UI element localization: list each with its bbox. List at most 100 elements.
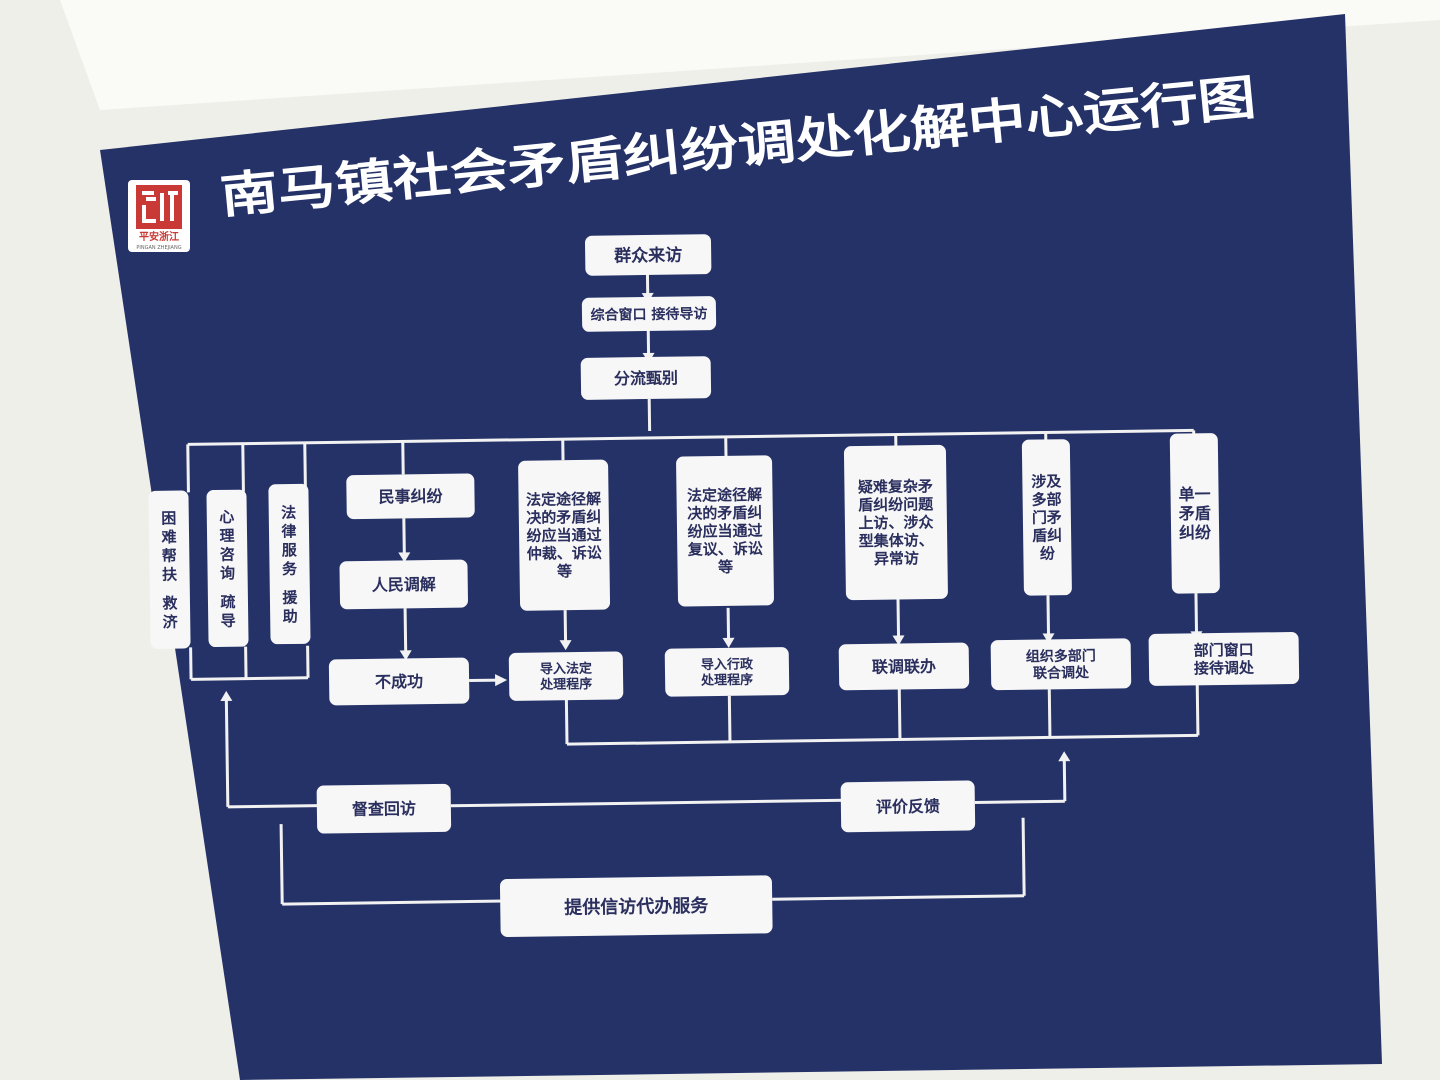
node-label: 人民调解 [372, 575, 436, 595]
node-label: 组织多部门联合调处 [1026, 647, 1096, 682]
node-label: 分流甄别 [614, 368, 678, 388]
collection-bus [566, 733, 1198, 746]
node-mediation: 人民调解 [339, 559, 468, 610]
link-service-right [772, 894, 1025, 901]
node-label: 疑难复杂矛盾纠纷问题上访、涉众型集体访、异常访 [858, 477, 935, 568]
node-label: 涉及多部门矛盾纠纷 [1031, 472, 1063, 562]
arrow-icon [220, 690, 233, 701]
node-joint-office: 联调联办 [838, 642, 970, 691]
drop-psych [241, 443, 245, 492]
wall-highlight [60, 0, 1440, 110]
link-feedback-right [974, 799, 1065, 804]
link-followup-feedback [450, 798, 845, 808]
node-label: 民事纠纷 [378, 487, 442, 507]
node-box [346, 473, 475, 520]
node-label: 不成功 [375, 672, 423, 692]
arrow-icon [892, 635, 905, 646]
link-bottom-service [282, 899, 505, 906]
connector-single-window [1194, 593, 1199, 636]
logo-cn: 平安浙江 [139, 230, 179, 243]
node-box [990, 638, 1132, 691]
node-box [840, 780, 976, 833]
node-label: 导入法定处理程序 [539, 661, 592, 693]
node-psych: 心理咨询疏导 [206, 489, 249, 648]
collect-admin [727, 695, 732, 742]
node-legal-procedure: 导入法定处理程序 [508, 651, 624, 701]
node-label: 督查回访 [352, 799, 416, 819]
node-box [268, 483, 311, 645]
arrow-icon [495, 674, 508, 687]
node-label: 导入行政处理程序 [700, 656, 754, 688]
arrow-icon [722, 637, 735, 648]
node-label: 联调联办 [872, 657, 936, 677]
node-label: 心理咨询疏导 [219, 508, 236, 630]
node-box [508, 651, 624, 701]
connector-civil-mediation [402, 518, 406, 559]
link-left-bottom [279, 824, 284, 905]
logo: 平安浙江 PINGAN ZHEJIANG [128, 180, 190, 252]
node-label: 综合窗口 接待导访 [590, 305, 707, 324]
left-loop-return [224, 696, 230, 807]
node-box [584, 234, 712, 276]
node-visit: 群众来访 [584, 234, 712, 276]
node-civil-dispute: 民事纠纷 [346, 473, 475, 520]
node-multi-dept-mediation: 组织多部门联合调处 [990, 638, 1132, 691]
connector-mediation-failed [403, 608, 408, 657]
node-label: 法律服务援助 [280, 504, 299, 626]
node-legal-route-arbitration: 法定途径解决的矛盾纠纷应当通过仲裁、诉讼等 [518, 459, 611, 611]
node-label: 提供信访代办服务 [564, 895, 709, 919]
node-followup: 督查回访 [316, 783, 452, 834]
node-box [1169, 433, 1220, 594]
node-label: 群众来访 [614, 245, 682, 267]
node-admin-procedure: 导入行政处理程序 [664, 647, 790, 697]
arrow-icon [1042, 633, 1055, 644]
arrow-icon [1058, 751, 1071, 762]
distribution-bus [187, 428, 1194, 446]
node-box [580, 356, 712, 400]
node-box [581, 296, 717, 332]
node-feedback: 评价反馈 [840, 780, 976, 833]
node-box [843, 444, 948, 601]
node-multi-dept: 涉及多部门矛盾纠纷 [1021, 439, 1072, 596]
node-box [518, 459, 611, 611]
node-label: 评价反馈 [876, 797, 940, 817]
logo-en: PINGAN ZHEJIANG [136, 245, 181, 251]
node-label: 困难帮扶救济 [160, 509, 179, 631]
node-legal-route-review: 法定途径解决的矛盾纠纷应当通过复议、诉讼等 [676, 455, 774, 607]
node-box [316, 783, 452, 834]
node-legal-aid: 法律服务援助 [268, 483, 311, 645]
connector-complex-joint [896, 599, 901, 640]
node-box [206, 489, 249, 648]
node-box [1148, 632, 1300, 686]
node-single: 单一矛盾纠纷 [1169, 433, 1220, 594]
collect-window [1195, 683, 1200, 736]
node-label: 部门窗口接待调处 [1194, 641, 1255, 678]
link-followup-left [227, 803, 328, 809]
node-complex: 疑难复杂矛盾纠纷问题上访、涉众型集体访、异常访 [843, 444, 948, 601]
node-box [339, 559, 468, 610]
collect-multi [1047, 689, 1052, 738]
arrow-icon [398, 552, 411, 563]
node-box [148, 490, 191, 649]
connector-lines [186, 272, 1200, 906]
node-box [838, 642, 970, 691]
node-petition-service: 提供信访代办服务 [499, 875, 773, 937]
node-box [664, 647, 790, 697]
node-box [499, 875, 773, 937]
node-label: 法定途径解决的矛盾纠纷应当通过仲裁、诉讼等 [526, 490, 602, 581]
drop-hardship [186, 444, 190, 493]
link-right-up [1021, 817, 1026, 896]
arrow-icon [399, 650, 412, 661]
collect-joint [897, 687, 902, 740]
node-label: 法定途径解决的矛盾纠纷应当通过复议、诉讼等 [686, 486, 763, 577]
link-feedback-up [1062, 757, 1067, 802]
node-reception: 综合窗口 接待导访 [581, 296, 717, 332]
drop-legal-aid [303, 442, 307, 491]
node-box [1021, 439, 1072, 596]
collect-legal [564, 698, 569, 745]
node-box [676, 455, 774, 607]
node-hardship: 困难帮扶救济 [148, 490, 191, 649]
